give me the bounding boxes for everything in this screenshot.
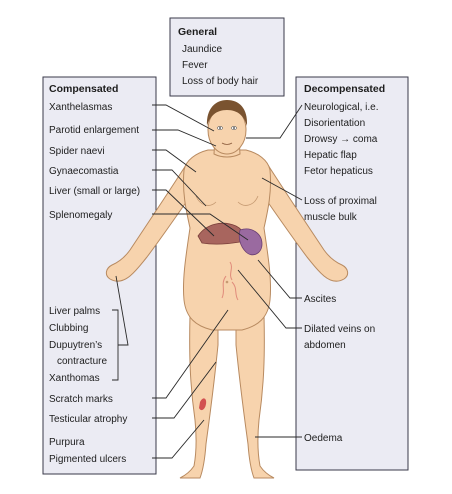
body-figure-icon — [105, 100, 349, 479]
decompensated-item-dilated-veins: Dilated veins on — [304, 324, 375, 335]
decompensated-item-fetor-hepaticus: Fetor hepaticus — [304, 166, 373, 177]
compensated-item-xanthomas: Xanthomas — [49, 373, 100, 384]
compensated-item-liver-palms: Liver palms — [49, 306, 100, 317]
compensated-item-gynaecomastia: Gynaecomastia — [49, 166, 119, 177]
compensated-item-xanthelasmas: Xanthelasmas — [49, 102, 112, 113]
decompensated-item-oedema: Oedema — [304, 433, 343, 444]
compensated-item-purpura: Purpura — [49, 437, 85, 448]
decompensated-item-proximal-muscle: Loss of proximal — [304, 196, 377, 207]
spleen-organ-icon — [238, 228, 263, 256]
general-title: General — [178, 26, 217, 38]
decompensated-title: Decompensated — [304, 83, 385, 95]
compensated-item-pigmented-ulcers: Pigmented ulcers — [49, 454, 126, 465]
compensated-item-dupuytren: Dupuytren’s — [49, 340, 102, 351]
leader-lines — [112, 104, 303, 459]
compensated-title: Compensated — [49, 83, 118, 95]
decompensated-item-drowsy-coma: Drowsy → coma — [304, 134, 378, 145]
compensated-item-scratch-marks: Scratch marks — [49, 394, 113, 405]
decompensated-item-disorientation: Disorientation — [304, 118, 365, 129]
pigmented-ulcer-icon — [199, 398, 207, 411]
general-item-jaundice: Jaundice — [182, 44, 222, 55]
compensated-item-liver: Liver (small or large) — [49, 186, 140, 197]
compensated-item-contracture: contracture — [57, 356, 107, 367]
compensated-item-clubbing: Clubbing — [49, 323, 88, 334]
compensated-panel — [42, 76, 157, 475]
compensated-item-parotid: Parotid enlargement — [49, 125, 139, 136]
compensated-item-splenomegaly: Splenomegaly — [49, 210, 112, 221]
compensated-item-testicular-atrophy: Testicular atrophy — [49, 414, 127, 425]
decompensated-item-ascites: Ascites — [304, 294, 336, 305]
decompensated-item-neurological: Neurological, i.e. — [304, 102, 378, 113]
compensated-item-spider-naevi: Spider naevi — [49, 146, 105, 157]
decompensated-item-hepatic-flap: Hepatic flap — [304, 150, 357, 161]
general-panel — [169, 17, 285, 97]
decompensated-item-abdomen: abdomen — [304, 340, 346, 351]
general-item-fever: Fever — [182, 60, 208, 71]
decompensated-item-muscle-bulk: muscle bulk — [304, 212, 358, 223]
dilated-veins-icon — [221, 261, 239, 301]
decompensated-panel — [295, 76, 409, 471]
general-item-hair-loss: Loss of body hair — [182, 76, 259, 87]
